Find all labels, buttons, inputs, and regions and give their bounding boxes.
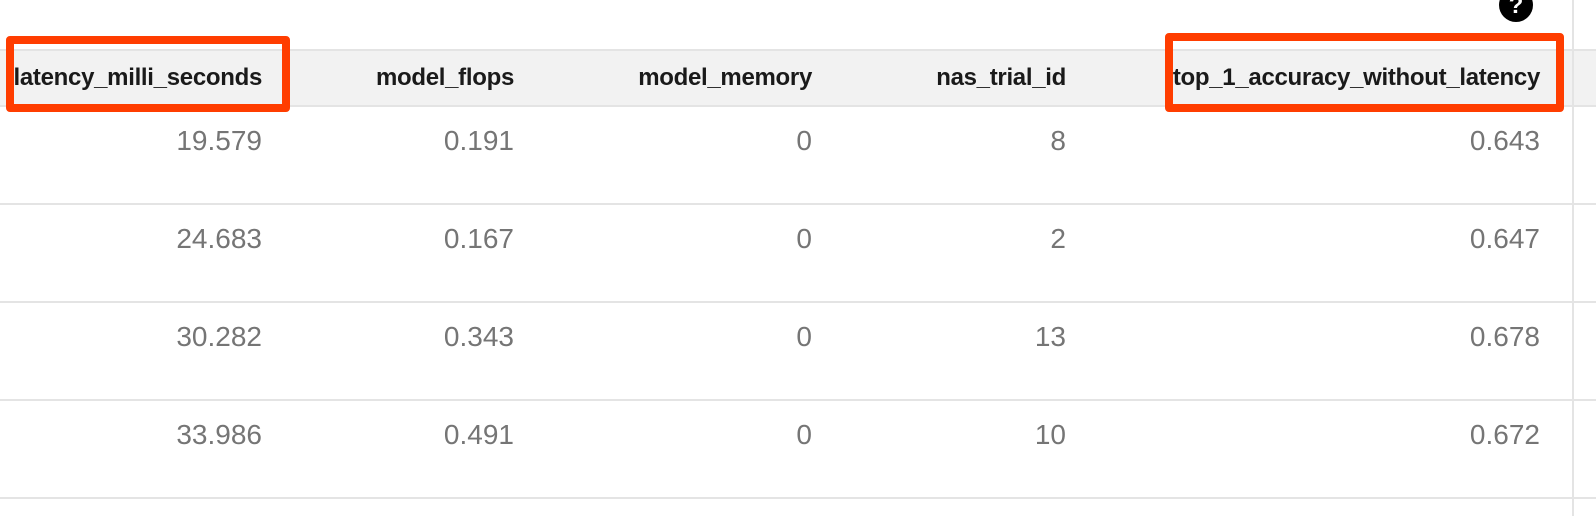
cell-model_memory: 0 — [546, 106, 844, 205]
column-header-latency_milli_seconds[interactable]: latency_milli_seconds — [0, 49, 294, 107]
cell-model_memory: 0 — [546, 400, 844, 499]
cell-model_memory: 0 — [546, 302, 844, 401]
help-icon[interactable]: ? — [1499, 0, 1533, 22]
cell-nas_trial_id: 10 — [844, 400, 1098, 499]
cell-model_memory: 0 — [546, 204, 844, 303]
cell-top_1_accuracy_without_latency: 0.678 — [1098, 302, 1572, 401]
cell-model_flops: 0.167 — [294, 204, 546, 303]
cell-latency_milli_seconds: 19.579 — [0, 106, 294, 205]
column-header-nas_trial_id[interactable]: nas_trial_id — [844, 49, 1098, 107]
cell-nas_trial_id: 8 — [844, 106, 1098, 205]
column-header-top_1_accuracy_without_latency[interactable]: top_1_accuracy_without_latency — [1098, 49, 1572, 107]
cell-latency_milli_seconds: 30.282 — [0, 302, 294, 401]
cell-top_1_accuracy_without_latency: 0.647 — [1098, 204, 1572, 303]
cell-stub — [1572, 106, 1596, 205]
column-header-model_memory[interactable]: model_memory — [546, 49, 844, 107]
column-header-stub — [1572, 49, 1596, 107]
cell-stub — [1572, 204, 1596, 303]
cell-stub — [1572, 400, 1596, 499]
cell-nas_trial_id: 13 — [844, 302, 1098, 401]
column-divider — [1572, 0, 1574, 516]
cell-latency_milli_seconds: 24.683 — [0, 204, 294, 303]
cell-nas_trial_id: 2 — [844, 204, 1098, 303]
cell-stub — [1572, 302, 1596, 401]
column-header-model_flops[interactable]: model_flops — [294, 49, 546, 107]
cell-latency_milli_seconds: 33.986 — [0, 400, 294, 499]
cell-top_1_accuracy_without_latency: 0.643 — [1098, 106, 1572, 205]
cell-model_flops: 0.491 — [294, 400, 546, 499]
cell-model_flops: 0.191 — [294, 106, 546, 205]
cell-model_flops: 0.343 — [294, 302, 546, 401]
cell-top_1_accuracy_without_latency: 0.672 — [1098, 400, 1572, 499]
